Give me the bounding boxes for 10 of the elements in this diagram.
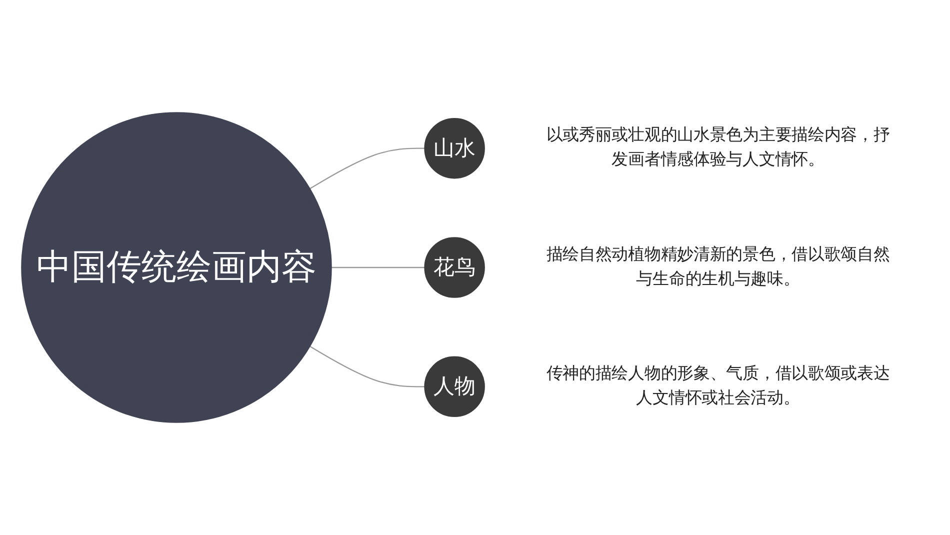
node-label: 描绘自然动植物精妙清新的景色，借以歌颂自然与生命的生机与趣味。 [546,245,890,289]
node-circle: 山水 [424,118,485,179]
node-circle: 人物 [424,356,485,418]
node-circle: 中国传统绘画内容 [21,112,332,423]
connector [309,148,425,190]
connector [309,346,425,388]
node-circle: 花鸟 [424,237,485,298]
node-label: 传神的描绘人物的形象、气质，借以歌颂或表达人文情怀或社会活动。 [546,364,890,408]
node-label: 以或秀丽或壮观的山水景色为主要描绘内容，抒发画者情感体验与人文情怀。 [546,126,890,170]
connector [331,266,425,268]
